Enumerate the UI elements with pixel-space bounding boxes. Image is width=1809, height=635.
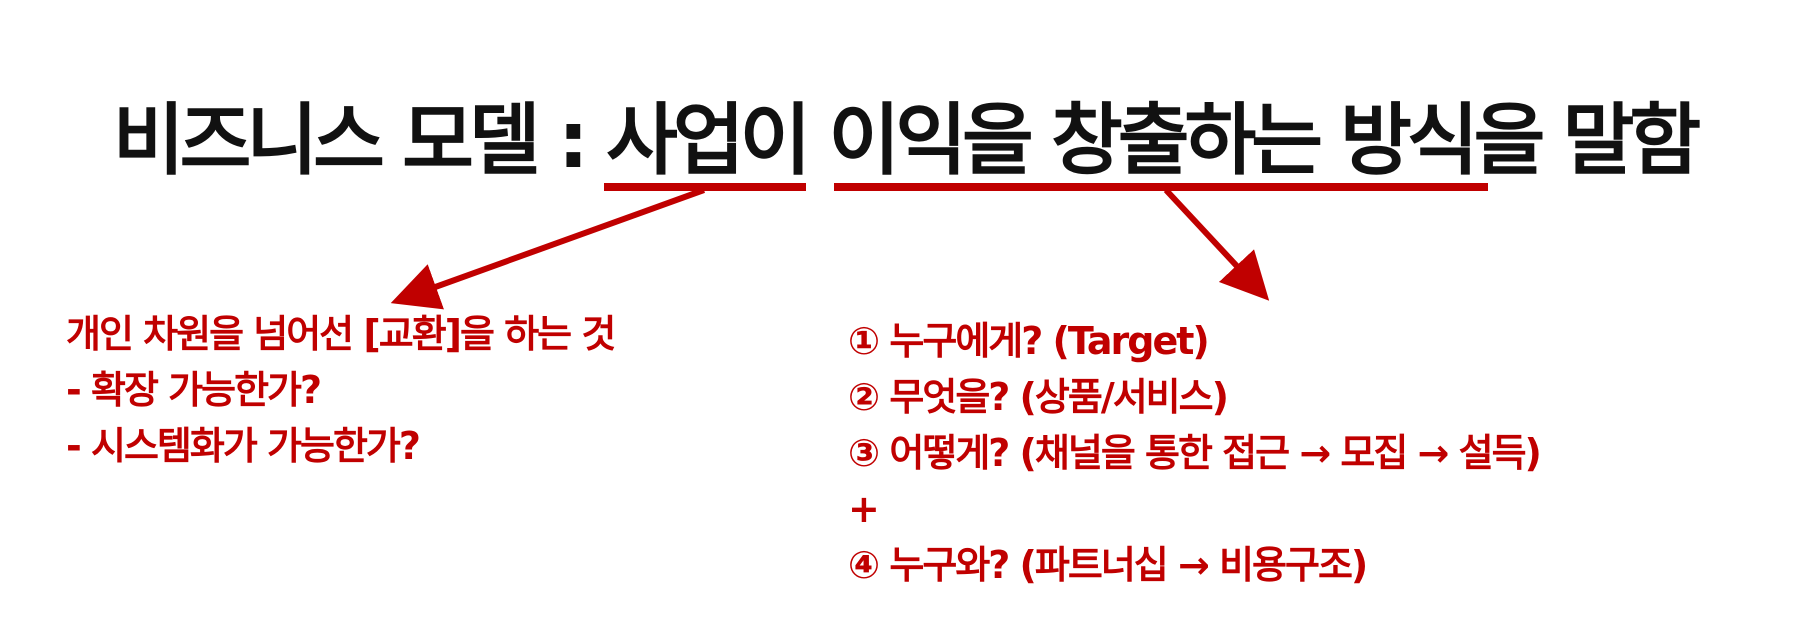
arrow-to-questions xyxy=(1163,187,1270,301)
question-what-product: ② 무엇을? (상품/서비스) xyxy=(848,375,1229,419)
exchange-definition-block: 개인 차원을 넘어선 [교환]을 하는 것 - 확장 가능한가? - 시스템화가… xyxy=(66,306,616,474)
arrow-to-exchange xyxy=(390,187,706,310)
scalability-question: - 확장 가능한가? xyxy=(66,368,322,412)
systemization-question: - 시스템화가 가능한가? xyxy=(66,424,421,468)
plus-sign: + xyxy=(848,487,880,531)
question-how-channel: ③ 어떻게? (채널을 통한 접근 → 모집 → 설득) xyxy=(848,431,1542,475)
exchange-definition-line: 개인 차원을 넘어선 [교환]을 하는 것 xyxy=(66,312,616,356)
business-model-questions-block: ① 누구에게? (Target) ② 무엇을? (상품/서비스) ③ 어떻게? … xyxy=(848,313,1542,593)
question-with-whom-partnership: ④ 누구와? (파트너십 → 비용구조) xyxy=(848,543,1368,587)
question-who-target: ① 누구에게? (Target) xyxy=(848,319,1210,363)
slide-title: 비즈니스 모델 : 사업이 이익을 창출하는 방식을 말함 xyxy=(112,96,1701,186)
